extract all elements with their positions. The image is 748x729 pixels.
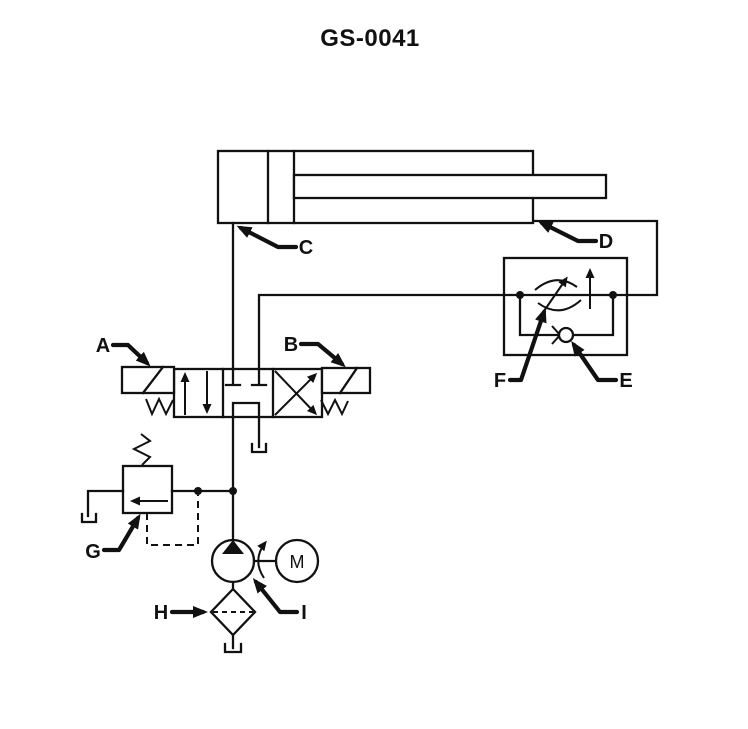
- callout-b-leader: [298, 341, 346, 368]
- callout-i-leader: [252, 578, 300, 615]
- left-spring-icon: [145, 396, 174, 417]
- right-solenoid-box: [320, 366, 372, 395]
- callout-f: F: [494, 307, 547, 392]
- bypass-right: [571, 293, 615, 337]
- right-solenoid-stroke: [338, 366, 359, 395]
- pump-flow-triangle-icon: [222, 540, 244, 554]
- suction-filter: [209, 587, 257, 654]
- callout-a-leader: [110, 342, 151, 367]
- callout-i-label: I: [301, 602, 307, 624]
- left-solenoid-box: [120, 365, 176, 395]
- hydraulic-cylinder: [216, 149, 608, 225]
- tank-symbol-valve: [250, 442, 268, 454]
- callout-g: G: [85, 513, 141, 563]
- cylinder-rod: [292, 173, 608, 200]
- callout-c: C: [236, 225, 313, 259]
- valve-center-blocked-port-a: [224, 367, 242, 387]
- callout-c-label: C: [299, 237, 313, 259]
- callout-d-leader: [537, 220, 599, 244]
- relief-valve-body: [121, 464, 174, 515]
- restrictor-lower-arc: [537, 299, 582, 312]
- relief-drain-line: [86, 489, 125, 518]
- callout-e: E: [571, 340, 633, 392]
- callout-g-leader: [101, 513, 141, 553]
- bypass-left: [518, 293, 561, 337]
- valve-cross-arrow-1: [274, 372, 318, 416]
- callout-a-label: A: [96, 335, 110, 357]
- relief-spring-icon: [131, 433, 152, 466]
- callout-h: H: [154, 602, 208, 624]
- check-valve-ball: [557, 326, 575, 344]
- callout-b-label: B: [284, 334, 298, 356]
- rotation-arrow-icon: [257, 540, 267, 579]
- pump-motor-group: M: [210, 538, 320, 592]
- callout-g-label: G: [85, 541, 101, 563]
- restrictor-adjust-arrow: [543, 276, 568, 312]
- callout-f-leader: [507, 307, 547, 383]
- motor-circle: [274, 538, 320, 584]
- tank-symbol-filter: [223, 642, 243, 654]
- directional-valve: [120, 365, 372, 419]
- junction-dot: [194, 487, 202, 495]
- callout-c-leader: [236, 225, 299, 250]
- callout-a: A: [96, 335, 151, 367]
- callout-e-leader: [571, 340, 619, 383]
- relief-valve: [80, 433, 237, 546]
- valve-center-bottom-bridge: [231, 401, 261, 419]
- right-spring-icon: [320, 397, 349, 417]
- callout-h-label: H: [154, 602, 168, 624]
- valve-cross-arrow-2: [274, 370, 318, 416]
- motor-label: M: [290, 552, 305, 572]
- line-rod-end-to-flow-control-to-valve: [257, 219, 659, 371]
- callout-d-label: D: [599, 231, 613, 253]
- callout-b: B: [284, 334, 346, 368]
- pilot-line-dashed: [146, 495, 199, 546]
- restrictor-upper-arc: [534, 279, 578, 291]
- circuit-lines: [231, 219, 659, 542]
- callout-e-label: E: [619, 370, 632, 392]
- left-solenoid-stroke: [141, 365, 165, 395]
- callout-f-label: F: [494, 370, 506, 392]
- flow-control-module: [502, 256, 629, 357]
- callout-i: I: [252, 578, 307, 624]
- drawing-title: GS-0041: [320, 25, 420, 52]
- junction-dot: [229, 487, 237, 495]
- valve-body: [172, 367, 324, 419]
- tank-symbol-relief: [80, 512, 98, 524]
- valve-center-blocked-port-b: [250, 367, 268, 387]
- callout-d: D: [537, 220, 613, 253]
